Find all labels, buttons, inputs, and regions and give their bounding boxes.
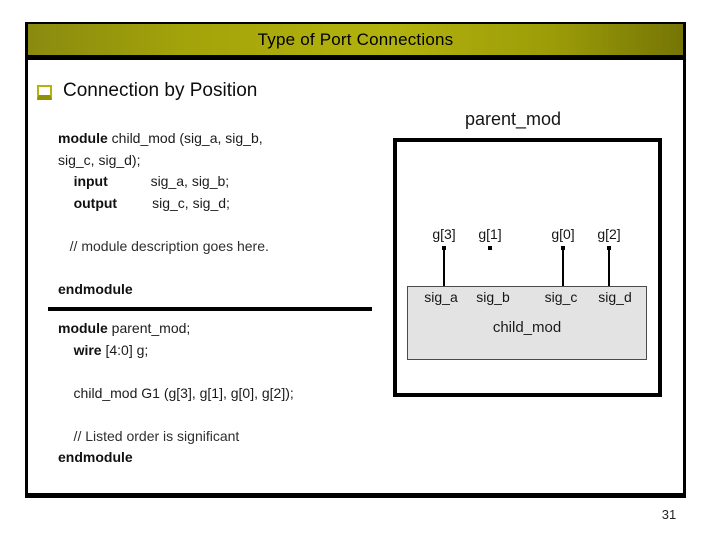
port-label: sig_d — [598, 289, 632, 305]
code-line: output sig_c, sig_d; — [58, 193, 269, 215]
wire-label: g[2] — [597, 226, 621, 242]
wire-endpoint-dot — [488, 246, 492, 250]
wire-label: g[0] — [551, 226, 575, 242]
connection-line — [562, 250, 564, 286]
code-text — [58, 342, 74, 358]
code-keyword: endmodule — [58, 449, 133, 465]
code-text: sig_c, sig_d; — [117, 194, 230, 211]
code-keyword: input — [73, 173, 108, 189]
code-line: sig_c, sig_d); — [58, 150, 269, 172]
code-comment: // module description goes here. — [58, 237, 269, 254]
bullet-label: Connection by Position — [63, 80, 258, 101]
wire-label: g[3] — [432, 226, 456, 242]
port-label: sig_a — [424, 289, 458, 305]
connection-line — [443, 250, 445, 286]
code-text: sig_a, sig_b; — [107, 173, 230, 189]
wire-endpoint-dot — [607, 246, 611, 250]
code-line — [58, 257, 269, 279]
code-keyword: wire — [73, 341, 102, 358]
child-mod-box: child_mod — [407, 286, 647, 360]
code-keyword: module — [58, 130, 108, 146]
code-line: endmodule — [58, 447, 294, 469]
code-text — [58, 173, 74, 189]
parent-mod-box: child_mod g[3] sig_a g[1] sig_b g[0] sig_c g[2… — [393, 138, 662, 397]
bullet-row: Connection by Position — [37, 80, 257, 102]
code-text: child_mod G1 (g[3], g[1], g[0], g[2]); — [58, 384, 294, 401]
wire-endpoint-dot — [442, 246, 446, 250]
code-line: child_mod G1 (g[3], g[1], g[0], g[2]); — [58, 383, 294, 405]
wire-endpoint-dot — [561, 246, 565, 250]
code-line: wire [4:0] g; — [58, 340, 294, 362]
code-line — [58, 214, 269, 236]
parent-mod-label: parent_mod — [464, 109, 562, 129]
code-block-parent-mod: module parent_mod; wire [4:0] g; child_m… — [58, 318, 294, 469]
code-text: sig_c, sig_d); — [58, 151, 141, 168]
code-line: input sig_a, sig_b; — [58, 171, 269, 193]
code-block-child-mod: module child_mod (sig_a, sig_b,sig_c, si… — [58, 128, 269, 300]
code-line: module parent_mod; — [58, 318, 294, 340]
code-divider-line — [48, 307, 372, 311]
code-keyword: endmodule — [58, 280, 133, 297]
code-text: [4:0] g; — [101, 341, 149, 358]
code-line — [58, 361, 294, 383]
port-label: sig_b — [476, 289, 510, 305]
code-keyword: module — [58, 320, 108, 336]
code-text: child_mod (sig_a, sig_b, — [107, 130, 263, 146]
wire-label: g[1] — [478, 226, 502, 242]
slide-title: Type of Port Connections — [257, 29, 454, 49]
code-keyword: output — [73, 194, 118, 211]
code-line — [58, 404, 294, 426]
code-line: endmodule — [58, 279, 269, 301]
page-number: 31 — [661, 507, 677, 522]
code-text — [58, 195, 74, 211]
square-bullet-icon — [37, 85, 52, 100]
child-mod-label: child_mod — [492, 319, 562, 336]
title-bar: Type of Port Connections — [28, 24, 683, 60]
code-line: module child_mod (sig_a, sig_b, — [58, 128, 269, 150]
code-line: // module description goes here. — [58, 236, 269, 258]
connection-line — [608, 250, 610, 286]
code-line: // Listed order is significant — [58, 426, 294, 448]
port-label: sig_c — [544, 289, 578, 305]
code-text: parent_mod; — [107, 320, 191, 336]
code-comment: // Listed order is significant — [58, 427, 240, 444]
